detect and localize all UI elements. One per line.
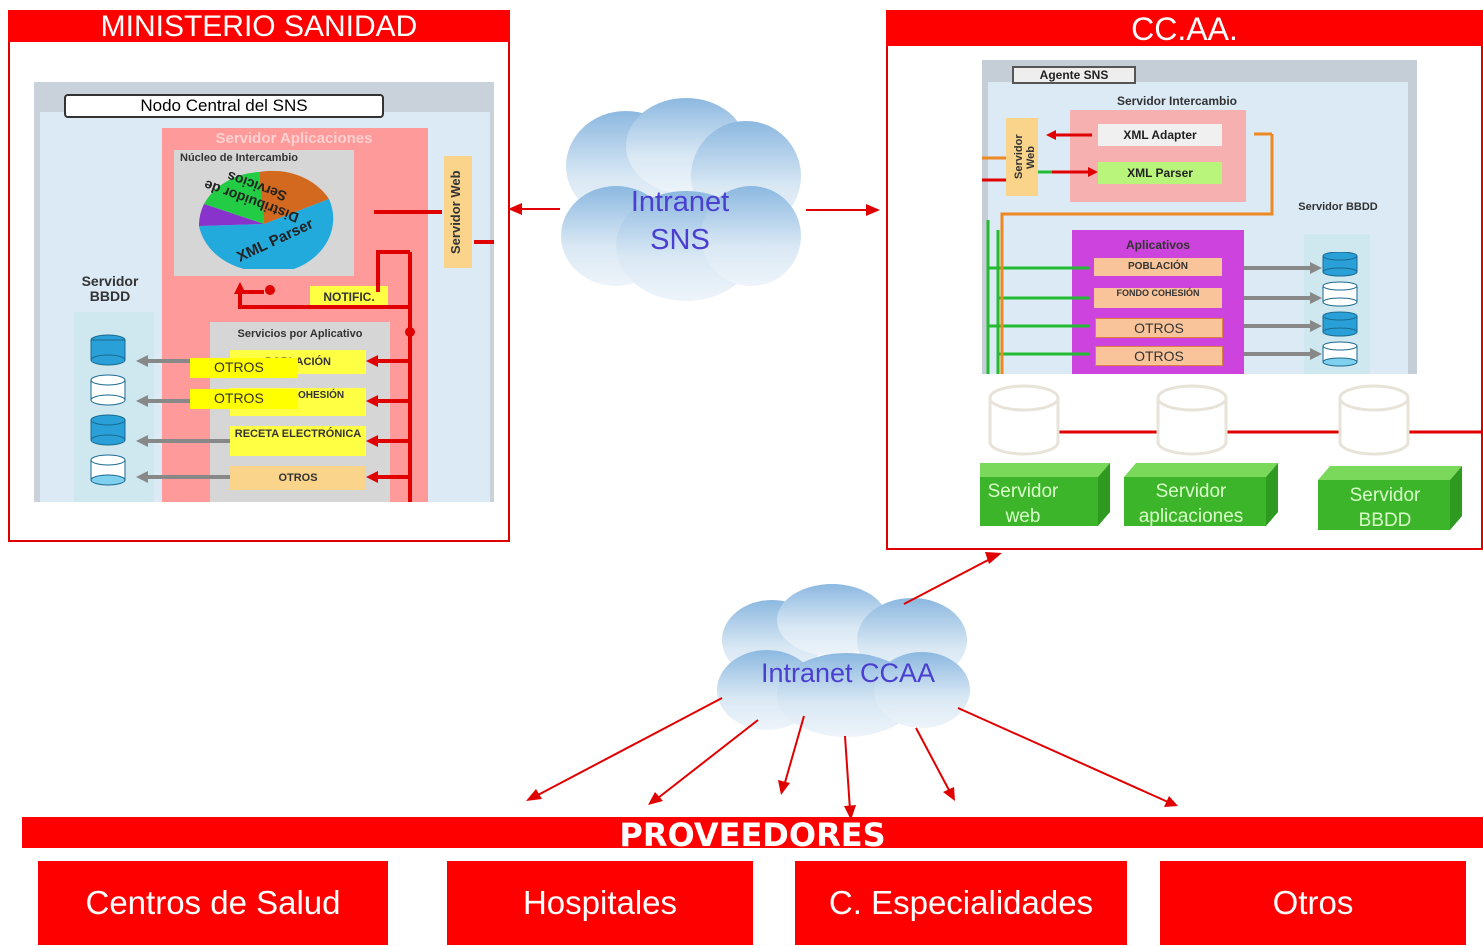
ccaa-servidor-bbdd-label: Servidor BBDD [1298,201,1378,213]
overlay-otros-1: OTROS [190,358,298,378]
intranet-ccaa-label: Intranet CCAA [760,658,936,688]
aplicativo-otros: OTROS [230,466,366,490]
xml-adapter-box: XML Adapter [1098,124,1222,146]
servicios-label: Servicios por Aplicativo [237,328,363,340]
ministerio-title: MINISTERIO SANIDAD [8,10,510,43]
server-web-line2: web [1005,506,1041,527]
server-bbdd-line1: Servidor [1349,485,1421,506]
ccaa-otros-2: OTROS [1095,346,1223,366]
proveedor-hospitales: Hospitales [447,861,753,945]
intranet-sns-line2: SNS [650,224,710,256]
ccaa-server-icons [980,384,1483,530]
nodo-central-diagram: Nodo Central del SNS Servidor Aplicacion… [34,82,494,502]
server-apps-line1: Servidor [1155,481,1227,502]
aplicativos-label: Aplicativos [1125,238,1191,252]
proveedor-otros: Otros [1160,861,1466,945]
nodo-central-label: Nodo Central del SNS [64,94,384,118]
servidor-bbdd-label: Servidor BBDD [81,273,139,304]
server-bbdd-line2: BBDD [1358,510,1412,531]
servidor-aplicaciones-label: Servidor Aplicaciones [215,130,373,147]
nucleo-label: Núcleo de Intercambio [180,152,298,164]
ccaa-aplicativo-poblacion: POBLACIÓN [1094,258,1222,276]
intranet-sns-cloud [561,98,801,301]
proveedor-especialidades: C. Especialidades [795,861,1127,945]
agente-sns-label: Agente SNS [1012,66,1136,84]
ccaa-servidor-web-box [1006,118,1038,196]
aplicativo-receta: RECETA ELECTRÓNICA [230,426,366,456]
agente-sns-diagram: Agente SNS Servidor Intercambio XML Adap… [982,60,1417,374]
server-apps-line2: aplicaciones [1138,506,1244,527]
intranet-sns-line1: Intranet [630,186,730,218]
nodo-arrows [136,210,494,502]
ccaa-title: CC.AA. [886,10,1483,47]
proveedores-title: PROVEEDORES [22,817,1483,853]
servidor-web-box [444,156,472,268]
intranet-ccaa-cloud [717,584,970,737]
overlay-otros-2: OTROS [190,389,298,409]
proveedor-centros-salud: Centros de Salud [38,861,388,945]
nucleo-circle [198,170,334,269]
ccaa-aplicativo-fondo: FONDO COHESIÓN [1094,288,1222,308]
servidor-intercambio-label: Servidor Intercambio [1116,94,1238,108]
xml-parser-box: XML Parser [1098,162,1222,184]
ccaa-otros-1: OTROS [1095,318,1223,338]
notific-box: NOTIFIC. [310,286,388,308]
server-web-line1: Servidor [987,481,1059,502]
agente-arrows [982,130,1322,374]
bbdd-cylinders [90,334,126,486]
ccaa-bbdd-cylinders [1322,252,1358,367]
